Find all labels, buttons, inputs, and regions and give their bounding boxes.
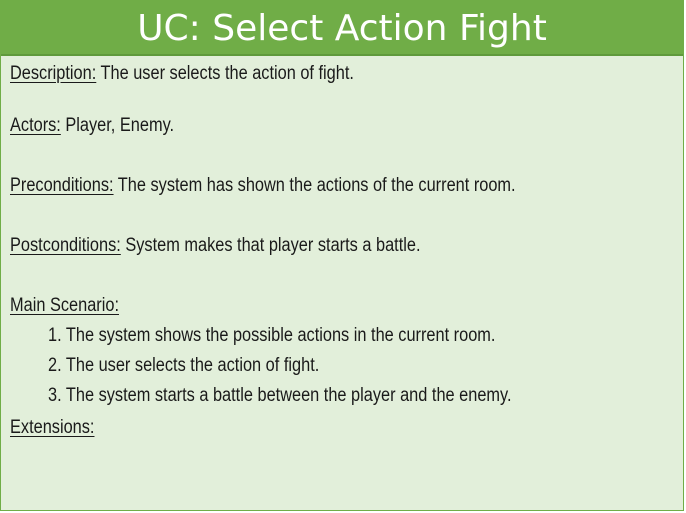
title-bar: UC: Select Action Fight [1, 1, 683, 56]
scenario-step-text: 3. The system starts a battle between th… [48, 385, 512, 406]
preconditions-text: The system has shown the actions of the … [113, 175, 516, 196]
extensions-line: Extensions: [10, 413, 108, 443]
actors-line: Actors: Player, Enemy. [10, 111, 201, 141]
scenario-step-text: 2. The user selects the action of fight. [48, 355, 320, 376]
description-text: The user selects the action of fight. [96, 63, 354, 84]
preconditions-label: Preconditions: [10, 175, 114, 196]
scenario-step: 3. The system starts a battle between th… [48, 381, 587, 411]
slide-title: UC: Select Action Fight [137, 7, 547, 49]
actors-label: Actors: [10, 115, 61, 136]
scenario-step: 1. The system shows the possible actions… [48, 321, 568, 351]
main-scenario-label: Main Scenario: [10, 295, 119, 316]
actors-text: Player, Enemy. [60, 115, 175, 136]
preconditions-line: Preconditions: The system has shown the … [10, 171, 598, 201]
extensions-label: Extensions: [10, 417, 95, 438]
postconditions-line: Postconditions: System makes that player… [10, 231, 487, 261]
description-line: Description: The user selects the action… [10, 59, 410, 89]
scenario-step: 2. The user selects the action of fight. [48, 351, 363, 381]
postconditions-label: Postconditions: [10, 235, 121, 256]
scenario-step-text: 1. The system shows the possible actions… [48, 325, 496, 346]
main-scenario-line: Main Scenario: [10, 291, 137, 321]
postconditions-text: System makes that player starts a battle… [120, 235, 421, 256]
description-label: Description: [10, 63, 97, 84]
